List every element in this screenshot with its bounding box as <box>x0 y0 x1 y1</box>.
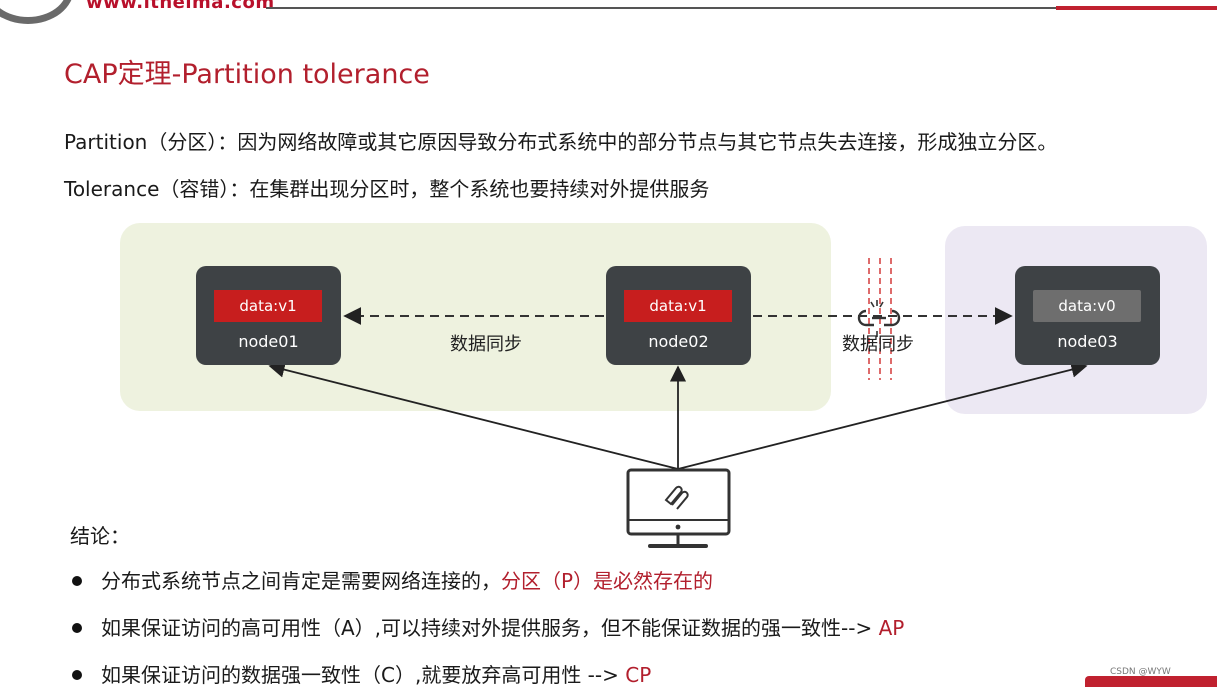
bullet-text: 如果保证访问的高可用性（A）,可以持续对外提供服务，但不能保证数据的强一致性--… <box>101 616 879 640</box>
bullet-text: 如果保证访问的数据强一致性（C）,就要放弃高可用性 --> <box>101 663 626 687</box>
bullet-dot-icon <box>72 669 82 680</box>
definition-partition: Partition（分区）：因为网络故障或其它原因导致分布式系统中的部分节点与其… <box>64 130 1058 154</box>
header-divider <box>266 7 1217 9</box>
conclusion-bullet-2: 如果保证访问的高可用性（A）,可以持续对外提供服务，但不能保证数据的强一致性--… <box>72 612 904 641</box>
client-arrow-node01 <box>268 361 679 470</box>
bullet-highlight: AP <box>878 616 905 640</box>
header-accent <box>1056 6 1217 10</box>
bullet-text: 分布式系统节点之间肯定是需要网络连接的， <box>101 569 501 593</box>
node01-data-badge: data:v1 <box>214 290 322 322</box>
corner-accent <box>1085 676 1217 687</box>
node01-box: data:v1 node01 <box>196 266 341 365</box>
bullet-highlight: CP <box>625 663 652 687</box>
conclusion-heading: 结论： <box>70 524 130 548</box>
broken-link-icon <box>857 300 901 337</box>
node02-label: node02 <box>648 332 709 351</box>
bullet-dot-icon <box>72 622 82 633</box>
monitor-icon <box>626 468 731 548</box>
node03-data-badge: data:v0 <box>1033 290 1141 322</box>
sync-label-right: 数据同步 <box>842 334 914 355</box>
node01-label: node01 <box>238 332 299 351</box>
bullet-dot-icon <box>72 575 82 586</box>
page-title: CAP定理-Partition tolerance <box>64 59 430 90</box>
bullet-highlight: 分区（P）是必然存在的 <box>501 569 714 593</box>
node03-label: node03 <box>1057 332 1118 351</box>
conclusion-bullet-3: 如果保证访问的数据强一致性（C）,就要放弃高可用性 --> CP <box>72 659 651 688</box>
conclusion-bullet-1: 分布式系统节点之间肯定是需要网络连接的，分区（P）是必然存在的 <box>72 565 713 594</box>
pen-icon <box>664 485 689 510</box>
client-arrow-node03 <box>677 361 1088 470</box>
sync-label-left: 数据同步 <box>450 334 522 355</box>
node03-box: data:v0 node03 <box>1015 266 1160 365</box>
watermark: CSDN @WYW <box>1110 667 1171 677</box>
node02-box: data:v1 node02 <box>606 266 751 365</box>
node02-data-badge: data:v1 <box>624 290 732 322</box>
definition-tolerance: Tolerance（容错）：在集群出现分区时，整个系统也要持续对外提供服务 <box>64 177 710 201</box>
site-url: www.itheima.com <box>86 0 275 13</box>
